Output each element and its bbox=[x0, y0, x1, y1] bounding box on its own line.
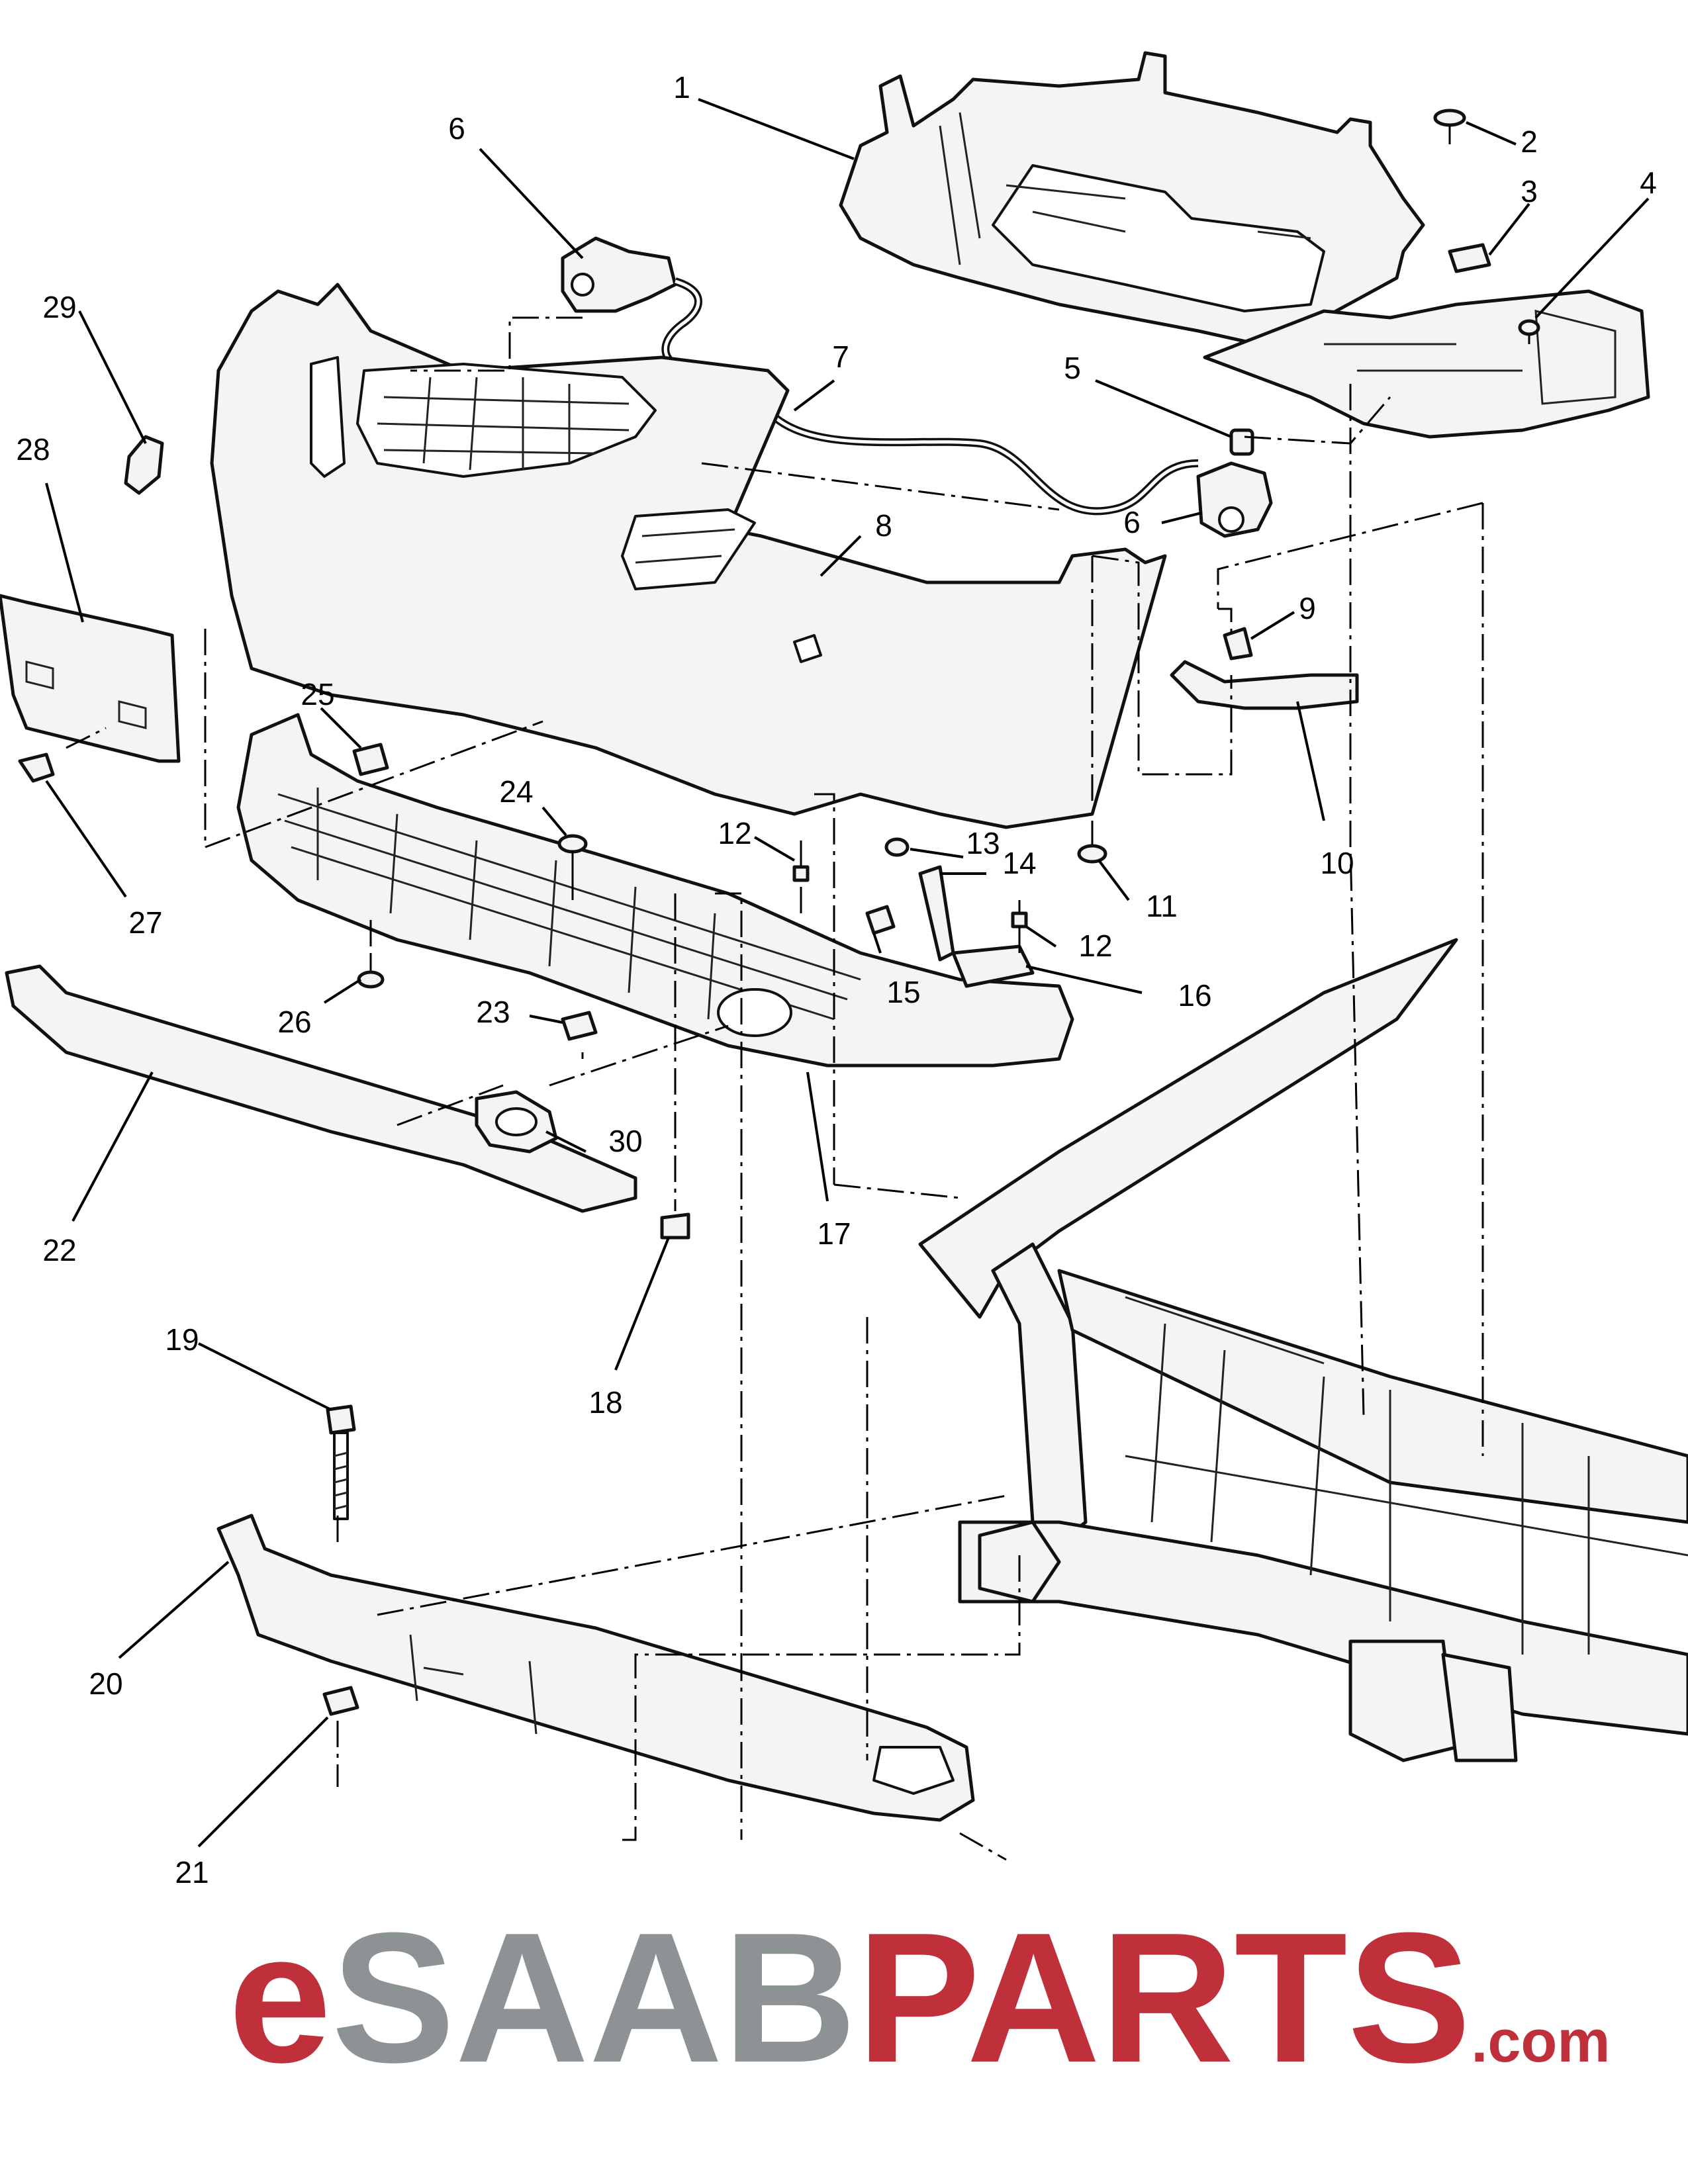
callout-21: 21 bbox=[175, 1855, 209, 1889]
esaabparts-logo: eSAABPARTS.com bbox=[228, 1895, 1610, 2101]
fastener-2 bbox=[1433, 109, 1466, 144]
callout-14: 14 bbox=[1002, 846, 1036, 880]
part-17-lower-grille bbox=[236, 713, 1074, 1068]
part-10-side-bracket bbox=[1170, 660, 1359, 710]
callout-26: 26 bbox=[277, 1005, 311, 1039]
callout-29: 29 bbox=[42, 290, 76, 324]
part-20-impact-bar bbox=[216, 1514, 975, 1822]
callout-30: 30 bbox=[608, 1124, 642, 1158]
callout-4: 4 bbox=[1640, 165, 1657, 200]
clip-9 bbox=[1223, 627, 1253, 660]
clip-15 bbox=[865, 905, 896, 935]
callout-16: 16 bbox=[1178, 978, 1211, 1013]
callout-7: 7 bbox=[832, 340, 849, 374]
part-6-sensor-upper bbox=[561, 236, 677, 313]
callout-23: 23 bbox=[476, 995, 510, 1029]
part-6-sensor-lower bbox=[1196, 461, 1273, 538]
bolt-11 bbox=[1077, 821, 1107, 864]
callout-12-left: 12 bbox=[718, 816, 751, 850]
callout-17: 17 bbox=[817, 1216, 851, 1251]
clip-21 bbox=[322, 1686, 359, 1716]
leader-lines bbox=[45, 98, 1650, 1848]
callout-13: 13 bbox=[966, 826, 1000, 860]
bracket-14 bbox=[918, 865, 955, 962]
clip-23 bbox=[561, 1011, 598, 1041]
part-7-wiring-harness bbox=[661, 277, 1199, 516]
callout-1: 1 bbox=[673, 70, 690, 105]
logo-tld: .com bbox=[1471, 2009, 1610, 2075]
clip-5 bbox=[1229, 428, 1254, 456]
part-1-support-panel bbox=[839, 51, 1425, 346]
callout-9: 9 bbox=[1299, 591, 1316, 625]
callout-6-upper: 6 bbox=[448, 111, 465, 146]
callout-2: 2 bbox=[1521, 124, 1538, 159]
callout-12-right: 12 bbox=[1078, 929, 1112, 963]
svg-text:eSAABPARTS.com: eSAABPARTS.com bbox=[228, 1895, 1610, 2101]
callout-8: 8 bbox=[875, 508, 892, 543]
callout-numbers: 1 2 3 4 5 6 6 7 8 9 10 11 12 12 13 14 15… bbox=[16, 70, 1656, 1889]
logo-suffix: PARTS bbox=[857, 1895, 1471, 2101]
callout-27: 27 bbox=[128, 905, 162, 940]
clip-3 bbox=[1448, 243, 1491, 273]
part-28-license-bracket bbox=[0, 594, 181, 763]
callout-24: 24 bbox=[499, 774, 533, 809]
bolt-13 bbox=[884, 837, 910, 857]
callout-18: 18 bbox=[588, 1385, 622, 1420]
part-29-tow-eye-cap bbox=[124, 435, 164, 495]
callout-28: 28 bbox=[16, 432, 50, 467]
part-22-lower-trim bbox=[5, 964, 637, 1213]
bolt-4 bbox=[1518, 319, 1540, 344]
callout-10: 10 bbox=[1320, 846, 1354, 880]
bolt-24 bbox=[557, 834, 588, 874]
callout-11: 11 bbox=[1146, 889, 1178, 923]
vehicle-front-structure bbox=[918, 938, 1688, 1762]
callout-5: 5 bbox=[1064, 351, 1081, 385]
callout-3: 3 bbox=[1521, 174, 1538, 208]
logo-prefix: e bbox=[228, 1895, 332, 2101]
stud-12-left bbox=[792, 841, 810, 882]
stud-12-right bbox=[1011, 900, 1028, 929]
bracket-16 bbox=[951, 944, 1035, 988]
callout-6-lower: 6 bbox=[1123, 505, 1141, 539]
logo-brand: SAAB bbox=[332, 1895, 857, 2101]
assembly-lines bbox=[66, 316, 1484, 1861]
callout-15: 15 bbox=[886, 975, 920, 1009]
clip-25 bbox=[352, 743, 389, 776]
bolt-19 bbox=[326, 1404, 356, 1520]
bolt-26 bbox=[357, 953, 385, 989]
callout-19: 19 bbox=[165, 1322, 199, 1357]
push-pin-27 bbox=[18, 752, 55, 783]
callout-22: 22 bbox=[42, 1233, 76, 1267]
callout-20: 20 bbox=[89, 1666, 122, 1701]
push-pin-18 bbox=[660, 1212, 690, 1240]
callout-25: 25 bbox=[301, 677, 334, 711]
part-30-fog-bezel bbox=[475, 1090, 558, 1154]
part-8-bumper-fascia bbox=[210, 283, 1167, 829]
